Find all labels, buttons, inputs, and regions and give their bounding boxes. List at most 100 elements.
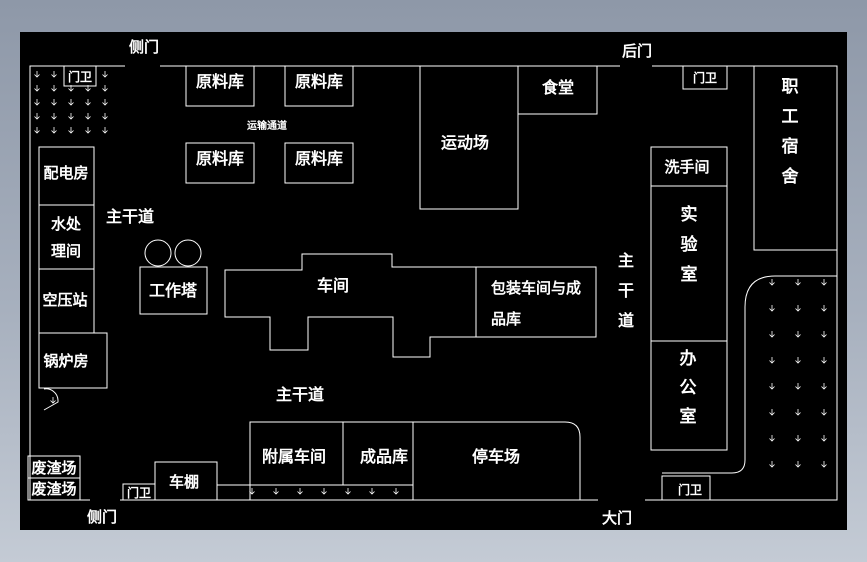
- car-shed-label: 车棚: [169, 473, 199, 491]
- plant-symbol: [769, 408, 775, 416]
- plant-symbol: [34, 98, 40, 106]
- main-road-right-label: 主: [618, 251, 634, 270]
- plant-symbol: [68, 98, 74, 106]
- main-road-right-label: 道: [618, 311, 634, 330]
- workshop-label: 车间: [317, 276, 349, 295]
- plant-symbol: [795, 330, 801, 338]
- plant-symbol: [68, 112, 74, 120]
- plant-symbol: [102, 112, 108, 120]
- bottom-building-block: [249, 421, 581, 500]
- plant-symbol: [821, 434, 827, 442]
- guard-booth-label: 门卫: [678, 482, 702, 497]
- plant-symbol: [769, 304, 775, 312]
- main-road-right-label: 干: [618, 281, 634, 300]
- plant-symbol: [795, 460, 801, 468]
- laboratory-label: 实: [681, 204, 698, 225]
- workshop: [224, 253, 477, 358]
- site-plan: 侧门 后门 侧门 大门 门卫 门卫 门卫 门卫 原料库 原料库 运输通道 原料库…: [20, 32, 847, 530]
- plant-symbol: [50, 396, 56, 404]
- plant-symbol: [821, 460, 827, 468]
- plant-symbol: [393, 487, 399, 495]
- plant-symbol: [821, 330, 827, 338]
- canteen-label: 食堂: [541, 78, 574, 97]
- plant-symbol: [102, 84, 108, 92]
- plant-symbol: [85, 98, 91, 106]
- car-shed: [154, 461, 218, 501]
- guard-booth-label: 门卫: [68, 69, 92, 84]
- guard-booth-bottom-right: [661, 475, 711, 501]
- plant-symbol: [85, 112, 91, 120]
- main-road-center-label: 主干道: [276, 385, 324, 404]
- water-tank-icon: [174, 239, 202, 267]
- raw-material-store-label: 原料库: [196, 149, 244, 168]
- plant-symbol: [821, 382, 827, 390]
- staff-dormitory-label: 宿: [782, 136, 799, 157]
- plant-symbol: [821, 278, 827, 286]
- raw-material-store-label: 原料库: [295, 72, 343, 91]
- transport-lane-label: 运输通道: [247, 119, 287, 132]
- plant-symbol: [51, 126, 57, 134]
- sports-field-label: 运动场: [441, 133, 489, 152]
- laboratory-label: 室: [681, 264, 698, 285]
- aux-workshop-label: 附属车间: [262, 447, 326, 466]
- raw-material-store-label: 原料库: [295, 149, 343, 168]
- packaging-workshop: [475, 266, 597, 338]
- laboratory-label: 验: [681, 234, 699, 255]
- plant-symbol: [795, 356, 801, 364]
- plant-symbol: [51, 70, 57, 78]
- plant-symbol: [297, 487, 303, 495]
- plant-symbol: [51, 112, 57, 120]
- plant-symbol: [821, 304, 827, 312]
- waste-yard-label: 废渣场: [31, 480, 76, 498]
- plant-symbol: [795, 382, 801, 390]
- plant-symbol: [769, 434, 775, 442]
- plant-symbol: [769, 330, 775, 338]
- plant-symbol: [102, 70, 108, 78]
- plant-symbol: [369, 487, 375, 495]
- plant-symbol: [821, 356, 827, 364]
- office-label: 办: [680, 348, 697, 369]
- plant-symbol: [795, 408, 801, 416]
- water-tank-icon: [144, 239, 172, 267]
- guard-booth-top-left: [63, 65, 97, 87]
- site-plan-drawing: 侧门 后门 侧门 大门 门卫 门卫 门卫 门卫 原料库 原料库 运输通道 原料库…: [27, 38, 838, 527]
- water-treatment-label: 理间: [51, 242, 81, 260]
- site-boundary: [29, 65, 838, 501]
- plant-symbol: [102, 126, 108, 134]
- plant-symbol: [345, 487, 351, 495]
- washroom-label: 洗手间: [664, 158, 709, 176]
- work-tower-label: 工作塔: [149, 281, 198, 300]
- office-label: 公: [680, 378, 697, 398]
- office-label: 室: [680, 406, 697, 427]
- plant-symbol: [51, 98, 57, 106]
- water-treatment-label: 水处: [51, 215, 82, 233]
- main-gate-label: 大门: [602, 509, 632, 527]
- guard-booth-label: 门卫: [127, 485, 151, 500]
- plant-symbol: [769, 278, 775, 286]
- packaging-label: 包装车间与成: [491, 279, 581, 297]
- plant-symbol: [769, 382, 775, 390]
- boiler-room: [38, 332, 108, 389]
- waste-yard-label: 废渣场: [31, 459, 76, 477]
- compressor-station-label: 空压站: [42, 291, 87, 309]
- main-road-left-label: 主干道: [106, 207, 154, 226]
- staff-dormitory: [753, 65, 838, 251]
- office: [650, 340, 728, 451]
- raw-material-store: [284, 142, 354, 184]
- staff-dormitory-label: 舍: [782, 166, 799, 187]
- plant-symbol: [85, 126, 91, 134]
- green-area-right-border: [662, 275, 837, 474]
- plant-symbol: [51, 84, 57, 92]
- plant-symbol: [321, 487, 327, 495]
- plant-symbol: [821, 408, 827, 416]
- guard-booth-label: 门卫: [693, 70, 717, 85]
- staff-dormitory-label: 职: [782, 77, 799, 97]
- plant-symbol: [769, 356, 775, 364]
- raw-material-store: [284, 65, 354, 107]
- side-gate-top-label: 侧门: [129, 38, 159, 56]
- finished-store-label: 成品库: [360, 447, 408, 466]
- work-tower: [139, 266, 208, 315]
- plant-symbol: [795, 304, 801, 312]
- side-gate-bottom-label: 侧门: [87, 508, 117, 526]
- boiler-room-label: 锅炉房: [43, 352, 88, 370]
